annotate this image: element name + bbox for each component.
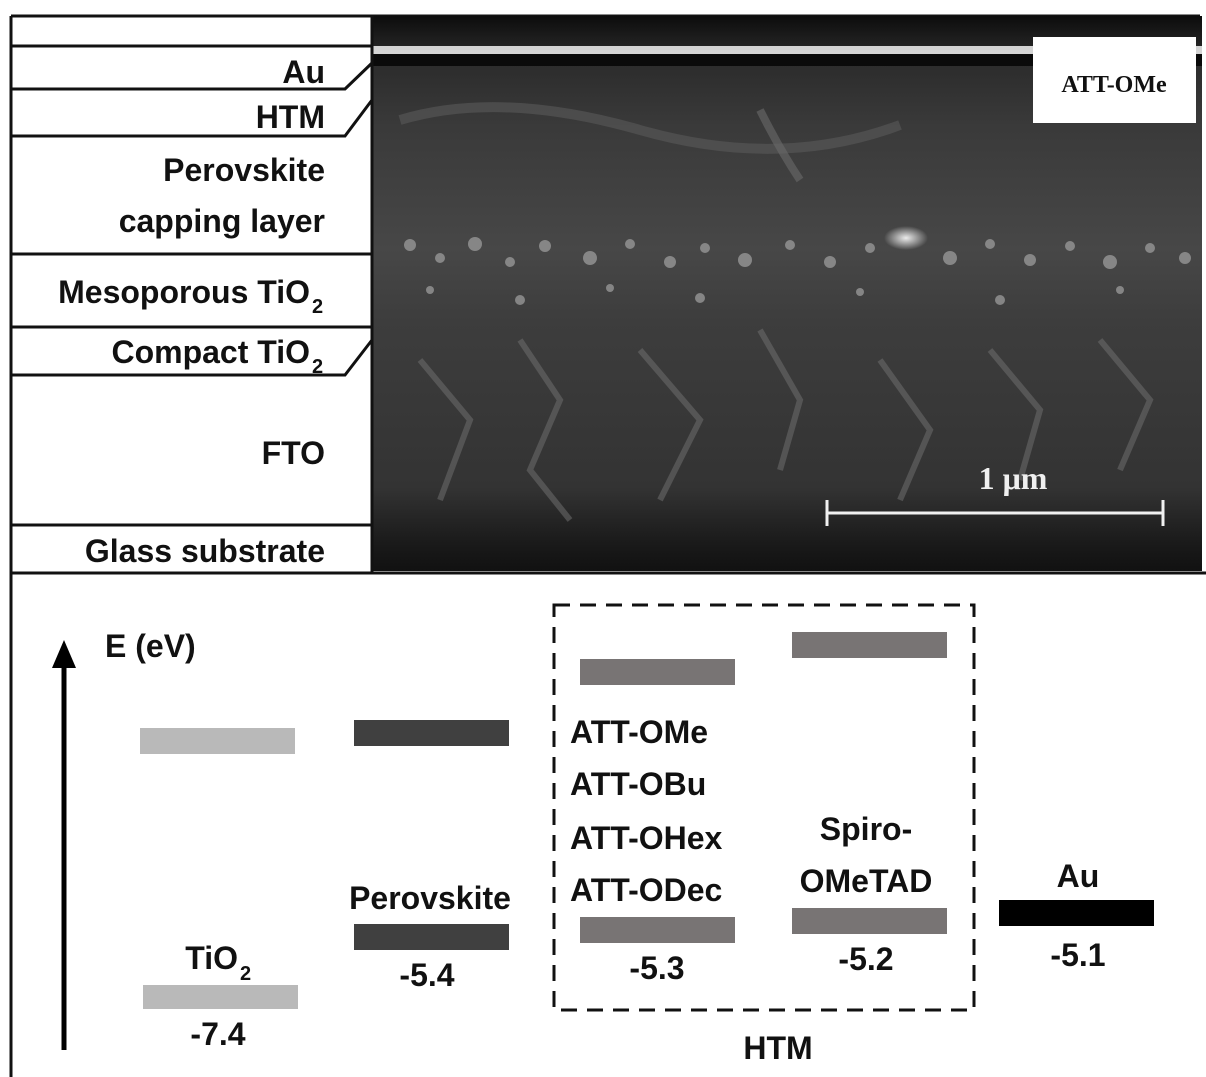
layer-label-mesoporous: Mesoporous TiO	[58, 274, 310, 310]
scale-bar	[825, 500, 1165, 526]
layer-label-compact: Compact TiO	[111, 334, 310, 370]
layer-label-perovskite-line2: capping layer	[119, 203, 325, 239]
htm-group-box	[552, 603, 976, 1012]
energy-axis: E (eV)	[52, 628, 196, 1050]
layer-label-compact-sub: 2	[312, 356, 323, 378]
tio2-label-sub: 2	[240, 963, 251, 985]
mesoporous-band	[404, 237, 1191, 305]
spiro-homo-bar	[792, 908, 947, 934]
fto-crystals	[417, 328, 1154, 522]
axis-arrow-icon	[52, 640, 76, 668]
layer-label-perovskite-line1: Perovskite	[163, 152, 325, 188]
att-name-obu: ATT-OBu	[570, 766, 706, 802]
perovskite-label: Perovskite	[349, 880, 511, 916]
tio2-lumo-bar	[140, 728, 295, 754]
spiro-label-line1: Spiro-	[820, 811, 912, 847]
spiro-label-line2: OMeTAD	[800, 863, 933, 899]
sem-tag-box	[1033, 37, 1196, 123]
perovskite-homo-value: -5.4	[399, 957, 454, 993]
att-homo-value: -5.3	[629, 950, 684, 986]
perovskite-homo-bar	[354, 924, 509, 950]
material-labels: TiO 2 -7.4 Perovskite -5.4 ATT-OMe ATT-O…	[185, 714, 1105, 1052]
spiro-homo-value: -5.2	[838, 941, 893, 977]
att-homo-bar	[580, 917, 735, 943]
axis-label: E (eV)	[105, 628, 196, 664]
layer-label-fto: FTO	[262, 435, 325, 471]
spiro-lumo-bar	[792, 632, 947, 658]
au-level-value: -5.1	[1050, 937, 1105, 973]
tio2-label: TiO	[185, 940, 238, 976]
att-name-odec: ATT-ODec	[570, 872, 722, 908]
tio2-homo-bar	[143, 985, 298, 1009]
layer-label-mesoporous-sub: 2	[312, 296, 323, 318]
energy-levels	[140, 632, 1154, 1009]
sem-image: ATT-OMe 1 μm	[372, 16, 1202, 571]
layer-label-au: Au	[282, 54, 325, 90]
au-label: Au	[1057, 858, 1100, 894]
scale-bar-label: 1 μm	[979, 460, 1048, 496]
att-name-ohex: ATT-OHex	[570, 820, 723, 856]
tio2-homo-value: -7.4	[190, 1016, 245, 1052]
htm-box-label: HTM	[743, 1030, 812, 1066]
sem-tag: ATT-OMe	[1061, 72, 1167, 98]
perovskite-lumo-bar	[354, 720, 509, 746]
layer-label-htm: HTM	[256, 99, 325, 135]
au-level-bar	[999, 900, 1154, 926]
layer-labels: Au HTM Perovskite capping layer Mesoporo…	[58, 54, 325, 569]
layer-label-glass: Glass substrate	[85, 533, 325, 569]
att-name-ome: ATT-OMe	[570, 714, 708, 750]
att-lumo-bar	[580, 659, 735, 685]
layer-separators	[11, 16, 374, 573]
